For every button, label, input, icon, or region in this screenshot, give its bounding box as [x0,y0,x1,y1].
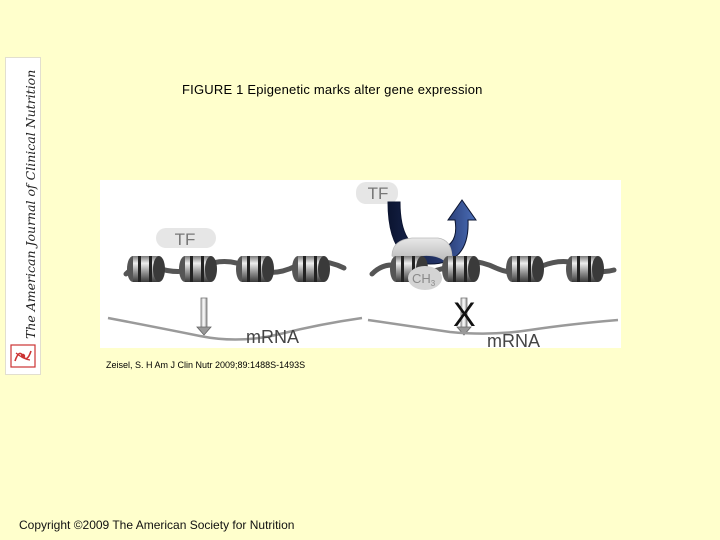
mrna-right [367,318,619,335]
epigenetic-diagram: TF mRNA TF CH3 [100,180,621,348]
mrna-label-left: mRNA [246,327,299,347]
citation: Zeisel, S. H Am J Clin Nutr 2009;89:1488… [106,360,306,370]
journal-emblem-icon [10,344,36,368]
nucleosome-left-3 [236,256,274,282]
nucleosome-left-4 [292,256,330,282]
svg-text:CH3: CH3 [412,271,436,288]
tf-bubble-left: TF [156,228,216,249]
nucleosome-right-3 [506,256,544,282]
mrna-label-right: mRNA [487,331,540,348]
nucleosome-right-4 [566,256,604,282]
tf-bubble-right: TF [356,182,398,204]
nucleosome-left-2 [179,256,217,282]
tf-label-right: TF [368,184,389,203]
blocked-transcription-arrow [456,297,472,336]
journal-name: The American Journal of Clinical Nutriti… [23,69,38,339]
transcription-arrow [196,297,212,336]
mrna-left [107,316,363,341]
methyl-group: CH3 [408,266,442,290]
tf-label-left: TF [175,230,196,249]
block-x-mark: X [453,296,476,334]
methyl-label: CH [412,271,431,286]
figure-title: FIGURE 1 Epigenetic marks alter gene exp… [182,82,483,97]
journal-logo: The American Journal of Clinical Nutriti… [5,57,41,375]
nucleosome-right-2 [442,256,480,282]
copyright: Copyright ©2009 The American Society for… [19,518,295,532]
methyl-subscript: 3 [431,279,436,288]
nucleosome-left-1 [127,256,165,282]
